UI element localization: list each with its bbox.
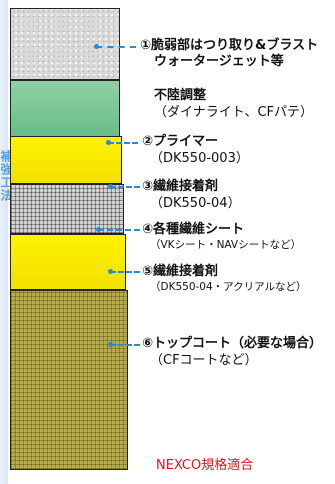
label-topcoat: ⑥トップコート（必要な場合） （CFコートなど） [142, 336, 322, 369]
layer-concrete [10, 8, 120, 80]
label-number: ② [142, 134, 154, 149]
leader-line [110, 271, 140, 273]
leader-dot [94, 44, 99, 49]
label-concrete: ①脆弱部はつり取り&ブラスト ウォータージェット等 [140, 38, 318, 70]
layer-primer [10, 136, 122, 184]
leader-line [98, 229, 140, 231]
leader-line [110, 344, 140, 346]
leader-dot [106, 140, 111, 145]
label-number: ③ [142, 179, 154, 194]
label-number: ④ [142, 222, 154, 237]
side-text: 補強工法 [0, 150, 13, 202]
label-note: （VKシート・NAVシートなど） [150, 239, 302, 251]
label-sub: （DK550-003） [150, 151, 249, 166]
label-note: （DK550-04・アクリアルなど） [150, 281, 307, 293]
leader-dot [108, 184, 113, 189]
leader-line [110, 186, 140, 188]
label-primer: ②プライマー （DK550-003） [142, 134, 249, 167]
layer-putty [10, 80, 120, 138]
leader-dot [108, 342, 113, 347]
label-title: 繊維接着剤 [153, 179, 219, 194]
label-adhesive-1: ③繊維接着剤 （DK550-04） [142, 179, 241, 212]
label-title: 繊維接着剤 [153, 264, 219, 279]
leader-line [96, 46, 136, 48]
label-adhesive-2: ⑤繊維接着剤 （DK550-04・アクリアルなど） [142, 264, 307, 294]
label-number: ① [140, 38, 152, 53]
label-number: ⑥ [142, 336, 154, 351]
layer-fiber-sheet [10, 234, 126, 290]
label-sub: （ダイナライト、CFパテ） [154, 105, 314, 120]
label-title: 脆弱部はつり取り&ブラスト [151, 38, 319, 53]
label-sub: （DK550-04） [150, 196, 241, 211]
layer-topcoat [10, 290, 128, 470]
label-fiber-sheet: ④各種繊維シート （VKシート・NAVシートなど） [142, 222, 301, 252]
layer-adhesive-1 [10, 184, 124, 234]
label-title-2: ウォータージェット等 [154, 54, 284, 69]
nexco-note: NEXCO規格適合 [156, 458, 254, 473]
label-title: 不陸調整 [154, 88, 207, 103]
leader-dot [96, 227, 101, 232]
label-title: トップコート（必要な場合） [153, 336, 323, 351]
leader-line [108, 142, 138, 144]
side-strip [0, 0, 8, 484]
leader-dot [108, 269, 113, 274]
label-number: ⑤ [142, 264, 154, 279]
label-sub: （CFコートなど） [150, 353, 258, 368]
label-putty: 不陸調整 （ダイナライト、CFパテ） [154, 88, 313, 121]
label-title: 各種繊維シート [153, 222, 245, 237]
label-title: プライマー [153, 134, 219, 149]
